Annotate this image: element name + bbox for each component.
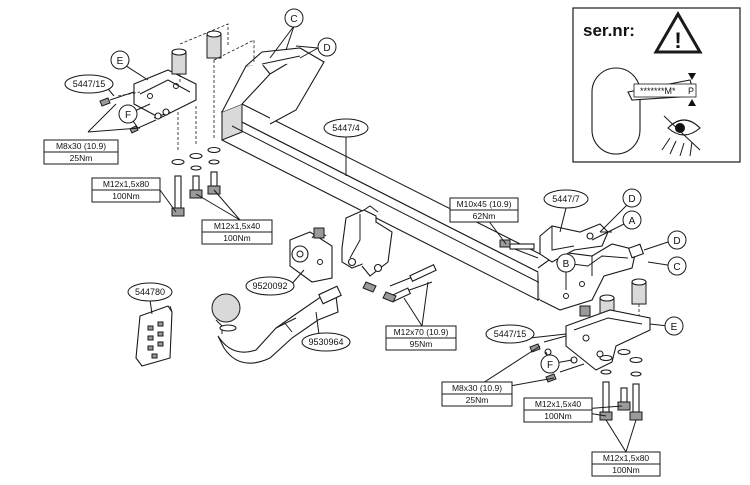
leader-lines bbox=[87, 25, 675, 453]
bolt-spec-boxes: M8x30 (10.9) 25Nm M12x1,5x80 100Nm M12x1… bbox=[43, 139, 661, 477]
socket-plate bbox=[289, 227, 333, 283]
callout-f-left: F bbox=[125, 110, 131, 121]
label-socket-plate: 9520092 bbox=[252, 281, 287, 291]
callout-c-top: C bbox=[290, 14, 297, 25]
bolt-icon bbox=[99, 97, 111, 107]
spec-left-m12-80: M12x1,5x80 100Nm bbox=[91, 177, 161, 203]
center-ball-bracket bbox=[341, 205, 393, 277]
arrow-up-icon bbox=[688, 99, 696, 106]
tow-ball bbox=[211, 285, 342, 364]
spec-right-m12-40: M12x1,5x40 100Nm bbox=[523, 397, 593, 423]
svg-text:100Nm: 100Nm bbox=[112, 191, 139, 201]
svg-text:95Nm: 95Nm bbox=[410, 339, 433, 349]
spec-left-m12-40: M12x1,5x40 100Nm bbox=[201, 219, 273, 245]
callout-c-right: C bbox=[673, 262, 680, 273]
svg-text:M8x30 (10.9): M8x30 (10.9) bbox=[56, 141, 106, 151]
callout-e-right: E bbox=[671, 322, 678, 333]
label-bracket-right-low: 5447/15 bbox=[494, 329, 527, 339]
right-top-bracket bbox=[539, 223, 645, 263]
arrow-down-icon bbox=[688, 73, 696, 80]
spec-center-m10: M10x45 (10.9) 62Nm bbox=[449, 197, 519, 223]
main-cross-bar bbox=[220, 47, 558, 301]
svg-text:M12x1,5x80: M12x1,5x80 bbox=[603, 453, 650, 463]
svg-text:M12x1,5x40: M12x1,5x40 bbox=[214, 221, 261, 231]
wiring-kit bbox=[135, 305, 173, 367]
connector-pins bbox=[147, 321, 164, 359]
label-bracket-right-top: 5447/7 bbox=[552, 194, 580, 204]
warning-triangle-icon: ! bbox=[653, 11, 703, 54]
spec-center-m12-70: M12x70 (10.9) 95Nm bbox=[385, 325, 457, 351]
callout-e-left: E bbox=[117, 56, 124, 67]
svg-text:M12x1,5x40: M12x1,5x40 bbox=[535, 399, 582, 409]
callout-f-right: F bbox=[547, 360, 553, 371]
warning-symbol: ! bbox=[674, 28, 681, 53]
svg-text:62Nm: 62Nm bbox=[473, 211, 496, 221]
label-tow-ball: 9530964 bbox=[308, 337, 343, 347]
right-bolts bbox=[599, 348, 643, 421]
svg-text:M8x30 (10.9): M8x30 (10.9) bbox=[452, 383, 502, 393]
callout-b-center: B bbox=[563, 259, 570, 270]
letter-callouts: C D E F D A B D C E F bbox=[110, 8, 687, 374]
left-bracket bbox=[99, 48, 197, 134]
left-bolts bbox=[171, 100, 221, 217]
callout-d-right2: D bbox=[673, 236, 680, 247]
svg-text:M12x70 (10.9): M12x70 (10.9) bbox=[394, 327, 449, 337]
serial-number-inset: ser.nr: ! *******M* P bbox=[572, 7, 741, 163]
label-main-bar: 5447/4 bbox=[332, 123, 360, 133]
svg-text:25Nm: 25Nm bbox=[466, 395, 489, 405]
spec-left-m8: M8x30 (10.9) 25Nm bbox=[43, 139, 119, 165]
center-bolts bbox=[362, 239, 539, 303]
part-number-labels: 5447/15 5447/4 5447/7 9520092 9530964 54… bbox=[64, 74, 589, 352]
callout-d-right1: D bbox=[628, 194, 635, 205]
spec-right-m12-80: M12x1,5x80 100Nm bbox=[591, 451, 661, 477]
callout-a-right: A bbox=[629, 216, 636, 227]
label-bracket-left: 5447/15 bbox=[73, 79, 106, 89]
svg-text:100Nm: 100Nm bbox=[544, 411, 571, 421]
svg-text:100Nm: 100Nm bbox=[612, 465, 639, 475]
left-spacer-tube bbox=[179, 23, 255, 100]
right-lower-bracket bbox=[529, 309, 651, 383]
plate-suffix: P bbox=[688, 86, 694, 96]
callout-d-top: D bbox=[323, 43, 330, 54]
svg-text:100Nm: 100Nm bbox=[223, 233, 250, 243]
svg-text:M10x45 (10.9): M10x45 (10.9) bbox=[457, 199, 512, 209]
svg-text:M12x1,5x80: M12x1,5x80 bbox=[103, 179, 150, 189]
plate-text: *******M* bbox=[640, 86, 676, 96]
spec-right-m8: M8x30 (10.9) 25Nm bbox=[441, 381, 513, 407]
serial-title: ser.nr: bbox=[583, 21, 635, 40]
label-wiring-kit: 544780 bbox=[135, 287, 165, 297]
svg-text:25Nm: 25Nm bbox=[70, 153, 93, 163]
eye-icon bbox=[661, 115, 701, 157]
